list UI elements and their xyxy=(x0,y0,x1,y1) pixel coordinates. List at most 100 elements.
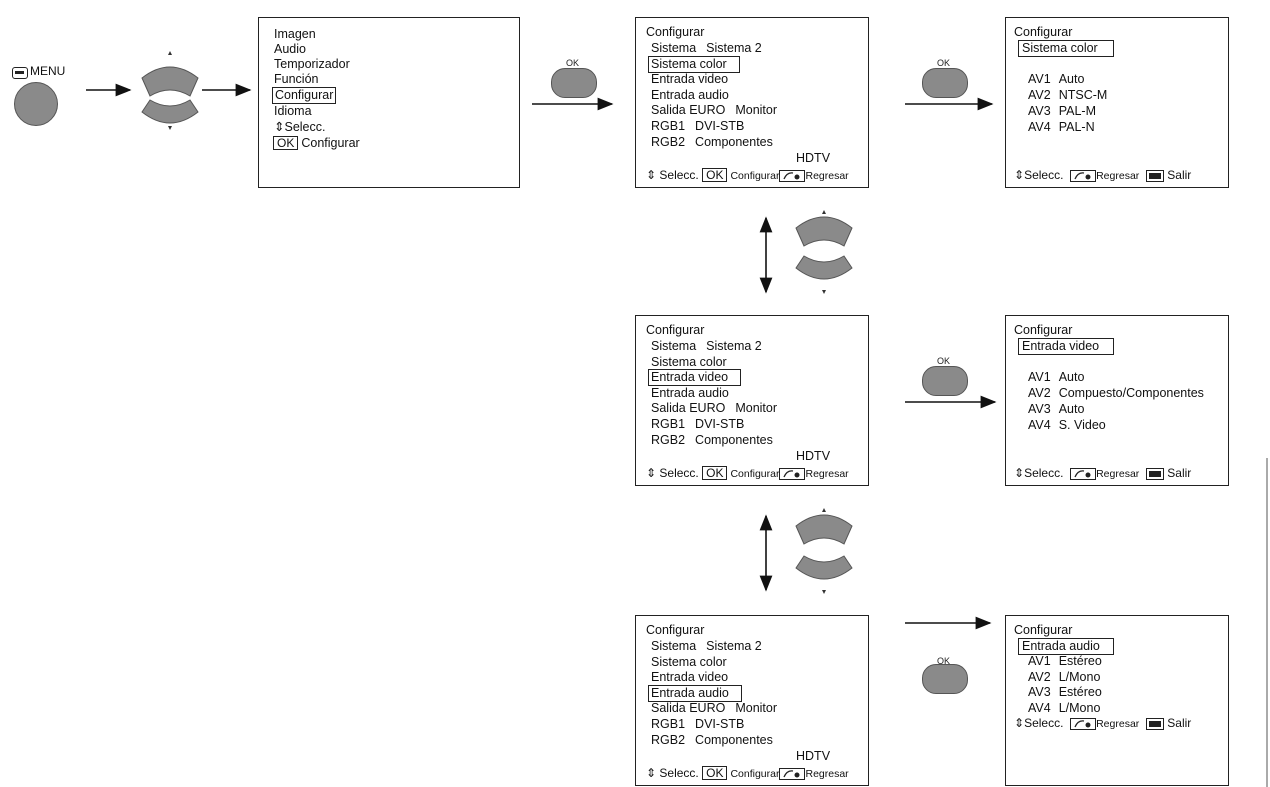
av-label: AV4 xyxy=(1028,700,1051,715)
back-icon xyxy=(1070,466,1097,480)
main-menu-item[interactable]: Audio xyxy=(274,42,306,56)
row-label: Sistema xyxy=(651,41,697,55)
configurar-row-selected[interactable]: Entrada audio xyxy=(648,684,742,702)
configurar-row-selected[interactable]: Sistema color xyxy=(648,55,740,73)
hdtv-label: HDTV xyxy=(796,449,831,463)
updown-icon: ⇕ xyxy=(1014,168,1025,182)
row-value: DVI-STB xyxy=(695,717,745,731)
av-value: Estéreo xyxy=(1058,685,1102,699)
row-label: RGB1 xyxy=(651,717,686,731)
updown-icon: ⇕ xyxy=(1014,716,1025,730)
main-menu-item[interactable]: Función xyxy=(274,72,319,86)
menu-button[interactable] xyxy=(14,82,58,126)
configurar-row[interactable]: Sistema color xyxy=(651,355,737,370)
row-label: Entrada audio xyxy=(651,87,729,102)
row-value: Monitor xyxy=(735,701,778,716)
footer-select: Selecc. xyxy=(1024,716,1064,730)
av-label: AV2 xyxy=(1028,669,1051,684)
main-menu-item[interactable]: Idioma xyxy=(274,104,312,118)
footer-back: Regresar xyxy=(1096,170,1140,182)
row-label: RGB2 xyxy=(651,432,686,447)
configurar-row-selected[interactable]: Entrada video xyxy=(647,369,742,387)
ok-key-icon: OK xyxy=(273,136,299,150)
sub-footer: ⇕Selecc. Regresar Salir xyxy=(1014,168,1191,184)
av-label: AV1 xyxy=(1028,370,1051,384)
ok-button-3[interactable] xyxy=(922,366,968,396)
footer-config: Configurar xyxy=(730,468,780,480)
cursor-pad-icon-1 xyxy=(141,51,199,130)
configurar-row[interactable]: RGB1 DVI-STB xyxy=(651,717,744,732)
row-value: Sistema 2 xyxy=(706,639,762,653)
main-menu-item-selected[interactable]: Configurar xyxy=(271,87,337,104)
av-value: Auto xyxy=(1058,72,1085,86)
av-value: PAL-N xyxy=(1058,120,1095,134)
sub-option-row[interactable]: AV1 Auto xyxy=(1028,72,1084,87)
av-value: L/Mono xyxy=(1058,669,1101,684)
configurar-title: Configurar xyxy=(646,25,705,39)
footer-select: Selecc. xyxy=(1024,466,1064,480)
configurar-row[interactable]: Entrada video xyxy=(651,670,738,685)
main-menu-item[interactable]: Imagen xyxy=(274,27,316,41)
av-label: AV1 xyxy=(1028,72,1051,86)
back-icon xyxy=(779,766,806,780)
main-menu-item[interactable]: Temporizador xyxy=(274,57,350,71)
sub-option-row[interactable]: AV4 L/Mono xyxy=(1028,701,1100,716)
footer-select: Selecc. xyxy=(659,466,699,480)
row-label: Entrada audio xyxy=(651,385,729,400)
row-value: Monitor xyxy=(735,103,778,118)
configurar-row[interactable]: Entrada video xyxy=(651,72,738,87)
ok-key-icon: OK xyxy=(702,466,728,480)
configurar-row[interactable]: Entrada audio xyxy=(651,88,739,103)
av-label: AV4 xyxy=(1028,418,1051,432)
av-value: PAL-M xyxy=(1058,104,1096,118)
row-label: Entrada video xyxy=(651,370,729,385)
footer-config: Configurar xyxy=(730,170,780,182)
sub-option-row[interactable]: AV2 L/Mono xyxy=(1028,670,1100,685)
sub-header-selected[interactable]: Entrada audio xyxy=(1018,638,1114,655)
hdtv-label: HDTV xyxy=(796,749,831,763)
av-value: L/Mono xyxy=(1058,700,1101,715)
configurar-row[interactable]: Entrada audio xyxy=(651,386,739,401)
footer-back: Regresar xyxy=(805,468,849,480)
av-label: AV2 xyxy=(1028,88,1051,102)
row-label: Sistema color xyxy=(651,654,727,669)
configurar-row[interactable]: Sistema color xyxy=(651,655,737,670)
sub-header-selected[interactable]: Sistema color xyxy=(1018,40,1114,57)
main-menu-panel: Imagen Audio Temporizador Función Config… xyxy=(258,17,520,188)
row-value: Sistema 2 xyxy=(706,339,762,353)
select-hint: ⇕Selecc. xyxy=(274,120,326,134)
row-label: RGB2 xyxy=(651,134,686,149)
ok-button-2[interactable] xyxy=(922,68,968,98)
ok-button-4[interactable] xyxy=(922,664,968,694)
footer-exit: Salir xyxy=(1167,466,1192,480)
sub-option-row[interactable]: AV3 Estéreo xyxy=(1028,685,1102,700)
av-label: AV2 xyxy=(1028,386,1051,400)
av-label: AV3 xyxy=(1028,685,1051,699)
ok-button-1[interactable] xyxy=(551,68,597,98)
exit-icon xyxy=(1145,716,1164,730)
sub-header-selected[interactable]: Entrada video xyxy=(1018,338,1114,355)
ok-label-4: OK xyxy=(937,656,951,666)
